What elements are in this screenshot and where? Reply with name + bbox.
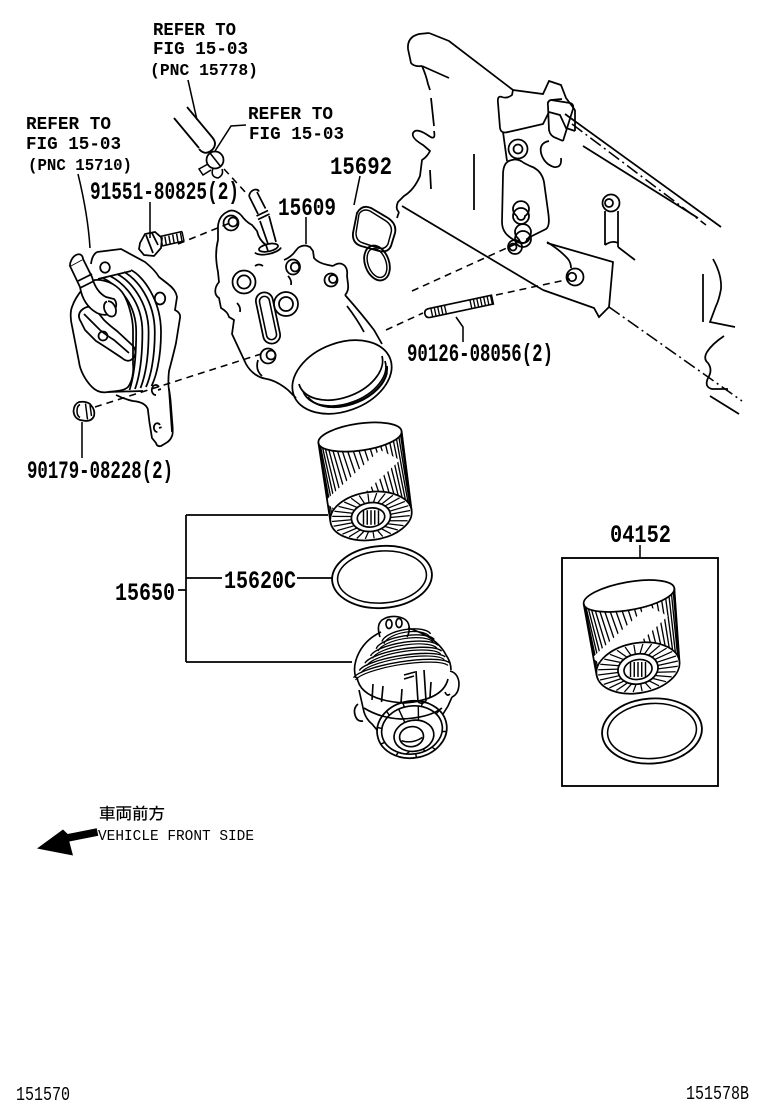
- svg-text:REFER TO: REFER TO: [248, 105, 333, 125]
- svg-text:15609: 15609: [278, 194, 336, 223]
- svg-text:VEHICLE FRONT SIDE: VEHICLE FRONT SIDE: [98, 829, 254, 845]
- svg-text:91551-80825(2): 91551-80825(2): [90, 178, 239, 207]
- svg-text:151578B: 151578B: [686, 1083, 749, 1105]
- svg-text:(PNC 15778): (PNC 15778): [150, 61, 258, 80]
- svg-text:15692: 15692: [330, 153, 392, 182]
- svg-text:15650: 15650: [115, 579, 175, 608]
- svg-text:FIG 15-03: FIG 15-03: [153, 40, 248, 60]
- svg-text:151570: 151570: [16, 1084, 70, 1106]
- svg-text:15620C: 15620C: [224, 567, 296, 596]
- svg-text:90179-08228(2): 90179-08228(2): [27, 457, 173, 486]
- svg-text:(PNC 15710): (PNC 15710): [28, 156, 132, 175]
- svg-text:REFER TO: REFER TO: [26, 115, 111, 135]
- svg-text:REFER TO: REFER TO: [153, 21, 236, 41]
- svg-text:FIG 15-03: FIG 15-03: [249, 125, 344, 145]
- svg-text:FIG 15-03: FIG 15-03: [26, 135, 121, 155]
- svg-text:90126-08056(2): 90126-08056(2): [407, 340, 553, 369]
